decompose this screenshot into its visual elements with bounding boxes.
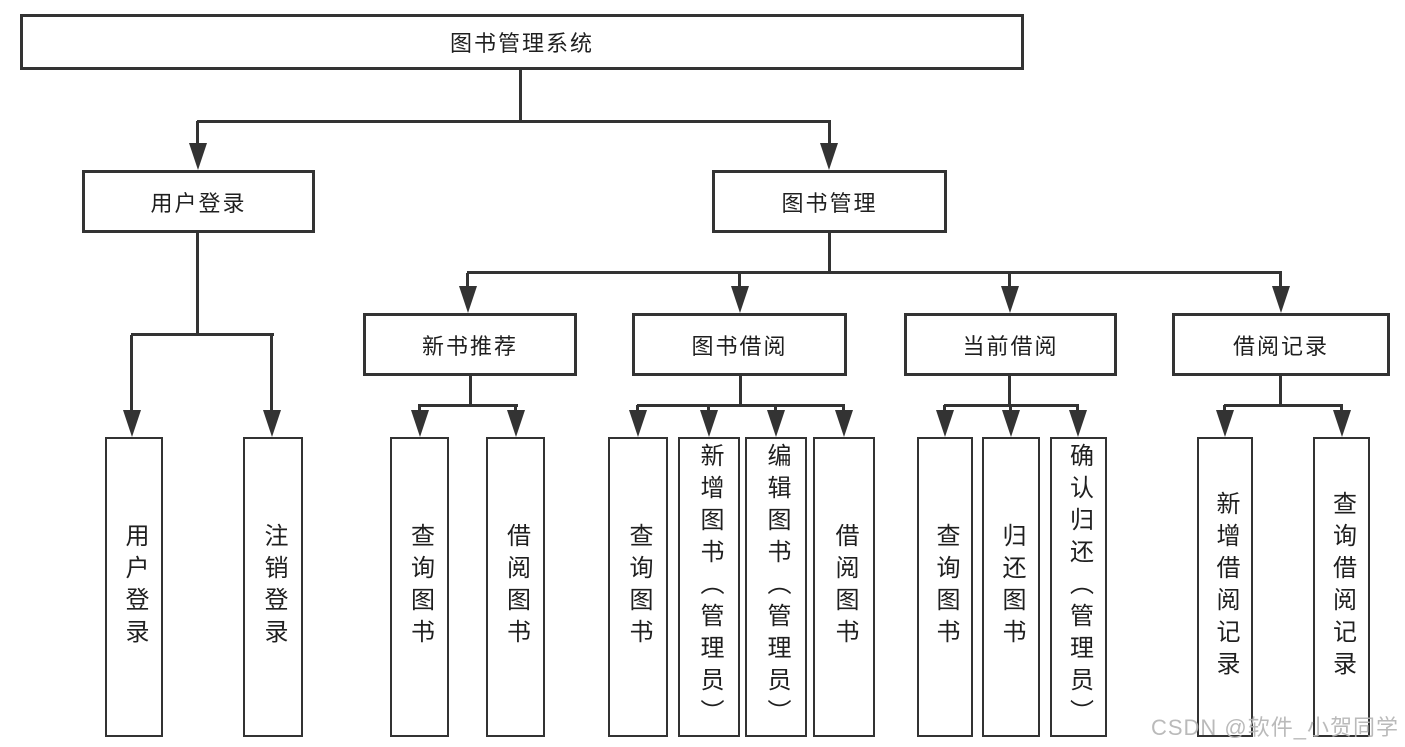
connector-borrow-stem (739, 375, 742, 407)
node-leaf-logout: 注销登录 (243, 437, 303, 737)
connector-mgmt-drop-4 (1279, 273, 1282, 289)
connector-mgmt-bar (467, 271, 1282, 274)
arrowhead-query-books-3 (936, 410, 954, 437)
arrowhead-query-borrow-record (1333, 410, 1351, 437)
node-leaf-query-books-1: 查询图书 (390, 437, 449, 737)
node-current-borrow-label: 当前借阅 (962, 333, 1059, 359)
connector-root-bar (197, 120, 831, 123)
node-leaf-borrow-books-1: 借阅图书 (486, 437, 545, 737)
connector-login-drop-2 (270, 335, 273, 412)
node-leaf-add-borrow-record: 新增借阅记录 (1197, 437, 1253, 737)
arrowhead-book-borrow (731, 286, 749, 313)
connector-current-drop-3 (1076, 405, 1079, 413)
connector-mgmt-stem (828, 232, 831, 274)
leaf-label: 查询图书 (406, 523, 434, 651)
connector-recommend-drop-2 (514, 405, 517, 413)
connector-records-bar (1224, 404, 1343, 407)
connector-mgmt-drop-1 (466, 273, 469, 289)
arrowhead-query-books-1 (411, 410, 429, 437)
connector-records-drop-2 (1340, 405, 1343, 413)
connector-login-drop-1 (130, 335, 133, 412)
node-new-book-recommend: 新书推荐 (363, 313, 577, 376)
node-leaf-add-books-admin: 新增图书（管理员） (678, 437, 740, 737)
node-leaf-query-books-3: 查询图书 (917, 437, 973, 737)
node-book-borrow-label: 图书借阅 (691, 333, 788, 359)
connector-current-drop-1 (943, 405, 946, 413)
connector-root-drop-left (196, 121, 199, 146)
node-book-management: 图书管理 (712, 170, 947, 233)
connector-mgmt-drop-2 (738, 273, 741, 289)
node-borrow-records-label: 借阅记录 (1232, 333, 1329, 359)
connector-borrow-drop-3 (774, 405, 777, 413)
connector-borrow-drop-4 (842, 405, 845, 413)
node-leaf-confirm-return-admin: 确认归还（管理员） (1050, 437, 1107, 737)
arrowhead-current-borrow (1001, 286, 1019, 313)
connector-recommend-drop-1 (418, 405, 421, 413)
connector-root-drop-right (828, 121, 831, 146)
connector-mgmt-drop-3 (1008, 273, 1011, 289)
connector-recommend-bar (418, 404, 518, 407)
node-user-login: 用户登录 (82, 170, 315, 233)
arrowhead-edit-books-admin (767, 410, 785, 437)
arrowhead-return-books (1002, 410, 1020, 437)
connector-records-stem (1279, 375, 1282, 407)
node-root-label: 图书管理系统 (449, 31, 594, 56)
connector-login-bar (131, 333, 274, 336)
node-leaf-edit-books-admin: 编辑图书（管理员） (745, 437, 807, 737)
node-book-management-label: 图书管理 (781, 190, 878, 216)
leaf-label: 借阅图书 (502, 523, 530, 651)
leaf-label: 注销登录 (260, 523, 287, 651)
leaf-label: 新增图书（管理员） (696, 443, 723, 731)
arrowhead-add-borrow-record (1216, 410, 1234, 437)
connector-current-stem (1008, 375, 1011, 407)
node-borrow-records: 借阅记录 (1172, 313, 1390, 376)
connector-records-drop-1 (1223, 405, 1226, 413)
leaf-label: 借阅图书 (831, 523, 858, 651)
node-root: 图书管理系统 (20, 14, 1024, 70)
node-new-book-recommend-label: 新书推荐 (421, 333, 518, 359)
leaf-label: 查询图书 (932, 523, 959, 651)
arrowhead-query-books-2 (629, 410, 647, 437)
node-leaf-user-login-action: 用户登录 (105, 437, 163, 737)
csdn-watermark: CSDN @软件_小贺同学 (1150, 715, 1399, 740)
connector-login-stem (196, 232, 199, 336)
node-user-login-label: 用户登录 (150, 190, 247, 216)
arrowhead-borrow-records (1272, 286, 1290, 313)
node-book-borrow: 图书借阅 (632, 313, 847, 376)
connector-borrow-drop-1 (636, 405, 639, 413)
arrowhead-new-book-recommend (459, 286, 477, 313)
leaf-label: 编辑图书（管理员） (763, 443, 790, 731)
leaf-label: 查询图书 (625, 523, 652, 651)
node-leaf-borrow-books-2: 借阅图书 (813, 437, 875, 737)
leaf-label: 归还图书 (998, 523, 1025, 651)
node-current-borrow: 当前借阅 (904, 313, 1117, 376)
node-leaf-query-borrow-record: 查询借阅记录 (1313, 437, 1370, 737)
connector-root-stem (519, 69, 522, 123)
connector-current-drop-2 (1009, 405, 1012, 413)
connector-borrow-bar (637, 404, 845, 407)
arrowhead-add-books-admin (700, 410, 718, 437)
arrowhead-borrow-books-1 (507, 410, 525, 437)
arrowhead-book-management (820, 143, 838, 170)
arrowhead-borrow-books-2 (835, 410, 853, 437)
arrowhead-user-login (189, 143, 207, 170)
node-leaf-return-books: 归还图书 (982, 437, 1040, 737)
leaf-label: 确认归还（管理员） (1065, 443, 1093, 731)
leaf-label: 用户登录 (121, 523, 148, 651)
leaf-label: 查询借阅记录 (1328, 491, 1356, 683)
connector-recommend-stem (469, 375, 472, 407)
leaf-label: 新增借阅记录 (1212, 491, 1239, 683)
connector-borrow-drop-2 (707, 405, 710, 413)
arrowhead-logout (263, 410, 281, 437)
node-leaf-query-books-2: 查询图书 (608, 437, 668, 737)
arrowhead-confirm-return-admin (1069, 410, 1087, 437)
arrowhead-user-login-action (123, 410, 141, 437)
